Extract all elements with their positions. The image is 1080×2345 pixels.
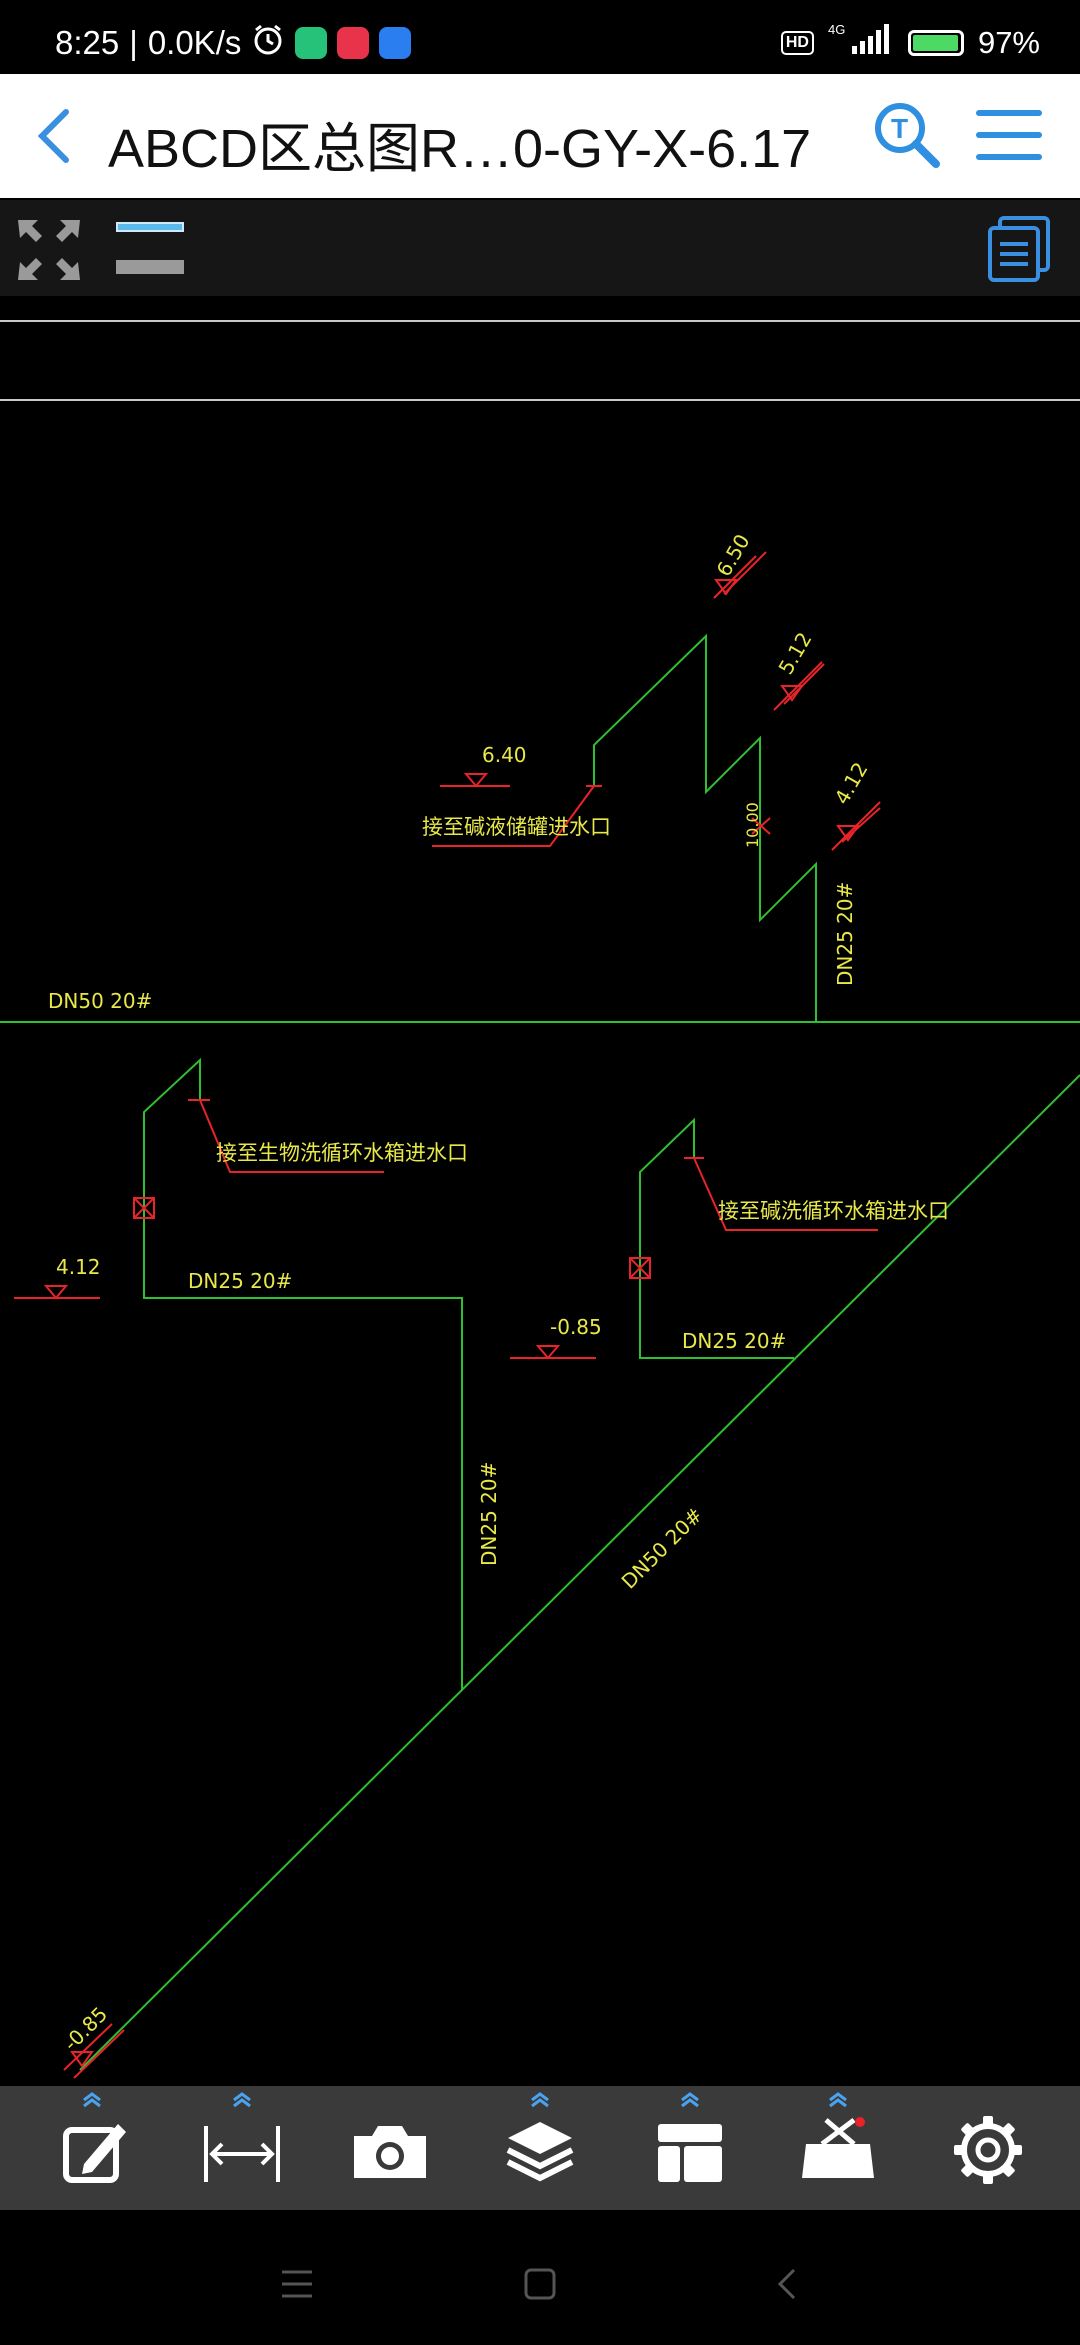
edit-icon	[63, 2092, 126, 2183]
title-bar: ABCD区总图R…0-GY-X-6.17 T	[0, 74, 1080, 198]
alarm-icon	[251, 22, 285, 64]
notes-app-icon	[379, 27, 412, 59]
line-weight-thin-button[interactable]	[116, 222, 184, 232]
fullscreen-button[interactable]	[16, 218, 82, 282]
text-search-icon: T	[875, 103, 940, 168]
elev-412-right-label: 4.12	[830, 758, 873, 809]
elev-085-bottom-label: -0.85	[59, 2002, 113, 2056]
line-weight-thick-button[interactable]	[116, 260, 184, 274]
signal-icon: 4G	[828, 22, 894, 64]
back-nav-icon	[777, 2268, 796, 2300]
pipe-riser-upper	[593, 633, 817, 1022]
pipe-dn25-right-label: DN25 20#	[682, 1329, 786, 1353]
toolbox-icon	[802, 2092, 874, 2178]
status-separator: |	[129, 24, 138, 61]
health-app-icon	[337, 27, 370, 59]
battery-icon	[907, 30, 964, 56]
status-bar: 8:25 | 0.0K/s HD 4G 97%	[0, 0, 1080, 74]
elev-512-label: 5.12	[774, 628, 817, 679]
battery-fill	[912, 35, 958, 51]
pipe-left-branch	[143, 1057, 463, 1690]
elev-650-label: 6.50	[712, 530, 755, 581]
camera-icon	[354, 2126, 426, 2178]
text-search-button[interactable]: T	[872, 100, 942, 170]
nav-buttons	[282, 2268, 796, 2300]
network-type: 4G	[828, 22, 845, 37]
layers-icon	[506, 2092, 574, 2182]
pipe-diagonal-dn50	[79, 1074, 1080, 2071]
layers-tool-button[interactable]	[480, 2086, 600, 2210]
pipe-dn25-left-label: DN25 20#	[188, 1269, 292, 1293]
pipe-dn50-main-label: DN50 20#	[48, 989, 152, 1013]
home-icon	[524, 2268, 556, 2300]
pipe-dn50-diag-label: DN50 20#	[617, 1503, 708, 1594]
elev-085-mid-label: -0.85	[550, 1315, 602, 1339]
annotate-tool-button[interactable]	[32, 2086, 152, 2210]
hamburger-icon	[976, 110, 1042, 160]
chevron-left-icon	[37, 109, 69, 163]
camera-tool-button[interactable]	[330, 2086, 450, 2210]
alkali-wash-tank-label: 接至碱洗循环水箱进水口	[718, 1199, 949, 1223]
recents-icon	[282, 2270, 312, 2298]
drawing-list-button[interactable]	[986, 216, 1052, 282]
drawing-border-second	[0, 399, 1080, 401]
svg-text:T: T	[891, 113, 908, 144]
status-right: HD 4G 97%	[780, 22, 1040, 64]
battery-percent: 97%	[977, 25, 1040, 60]
pipe-dn25-vertical-mid-label: DN25 20#	[477, 1462, 501, 1566]
system-nav-bar	[0, 2210, 1080, 2340]
view-toolbar	[0, 200, 1080, 296]
expand-icon	[18, 220, 80, 280]
alkali-tank-label: 接至碱液储罐进水口	[422, 815, 611, 839]
status-time: 8:25	[55, 24, 120, 61]
menu-button[interactable]	[976, 106, 1042, 164]
gear-icon	[954, 2116, 1022, 2184]
back-button[interactable]	[28, 104, 88, 168]
bottom-toolbar	[0, 2086, 1080, 2210]
security-app-icon	[295, 27, 328, 59]
pipe-dn25-vertical-right-label: DN25 20#	[833, 882, 857, 986]
tools-button[interactable]	[778, 2086, 898, 2210]
layout-icon	[658, 2092, 722, 2182]
status-net-speed: 0.0K/s	[147, 24, 242, 61]
status-left: 8:25 | 0.0K/s	[55, 22, 412, 64]
cad-drawing-canvas[interactable]: 6.50 5.12 6.40 4.12 10.00 接至碱液储罐进水口 DN25…	[0, 300, 1080, 2086]
pipe-right-branch	[639, 1117, 794, 1359]
document-title: ABCD区总图R…0-GY-X-6.17	[108, 119, 812, 179]
drawing-border-top	[0, 320, 1080, 322]
valve-note-label: 10.00	[743, 802, 762, 848]
elev-412-left-label: 4.12	[56, 1255, 101, 1279]
bio-tank-label: 接至生物洗循环水箱进水口	[216, 1141, 468, 1165]
settings-button[interactable]	[928, 2086, 1048, 2210]
ruler-icon	[204, 2092, 280, 2182]
layout-tool-button[interactable]	[630, 2086, 750, 2210]
measure-tool-button[interactable]	[182, 2086, 302, 2210]
document-stack-icon	[988, 216, 1050, 282]
hd-badge: HD	[780, 31, 814, 55]
elev-640-label: 6.40	[482, 743, 527, 767]
